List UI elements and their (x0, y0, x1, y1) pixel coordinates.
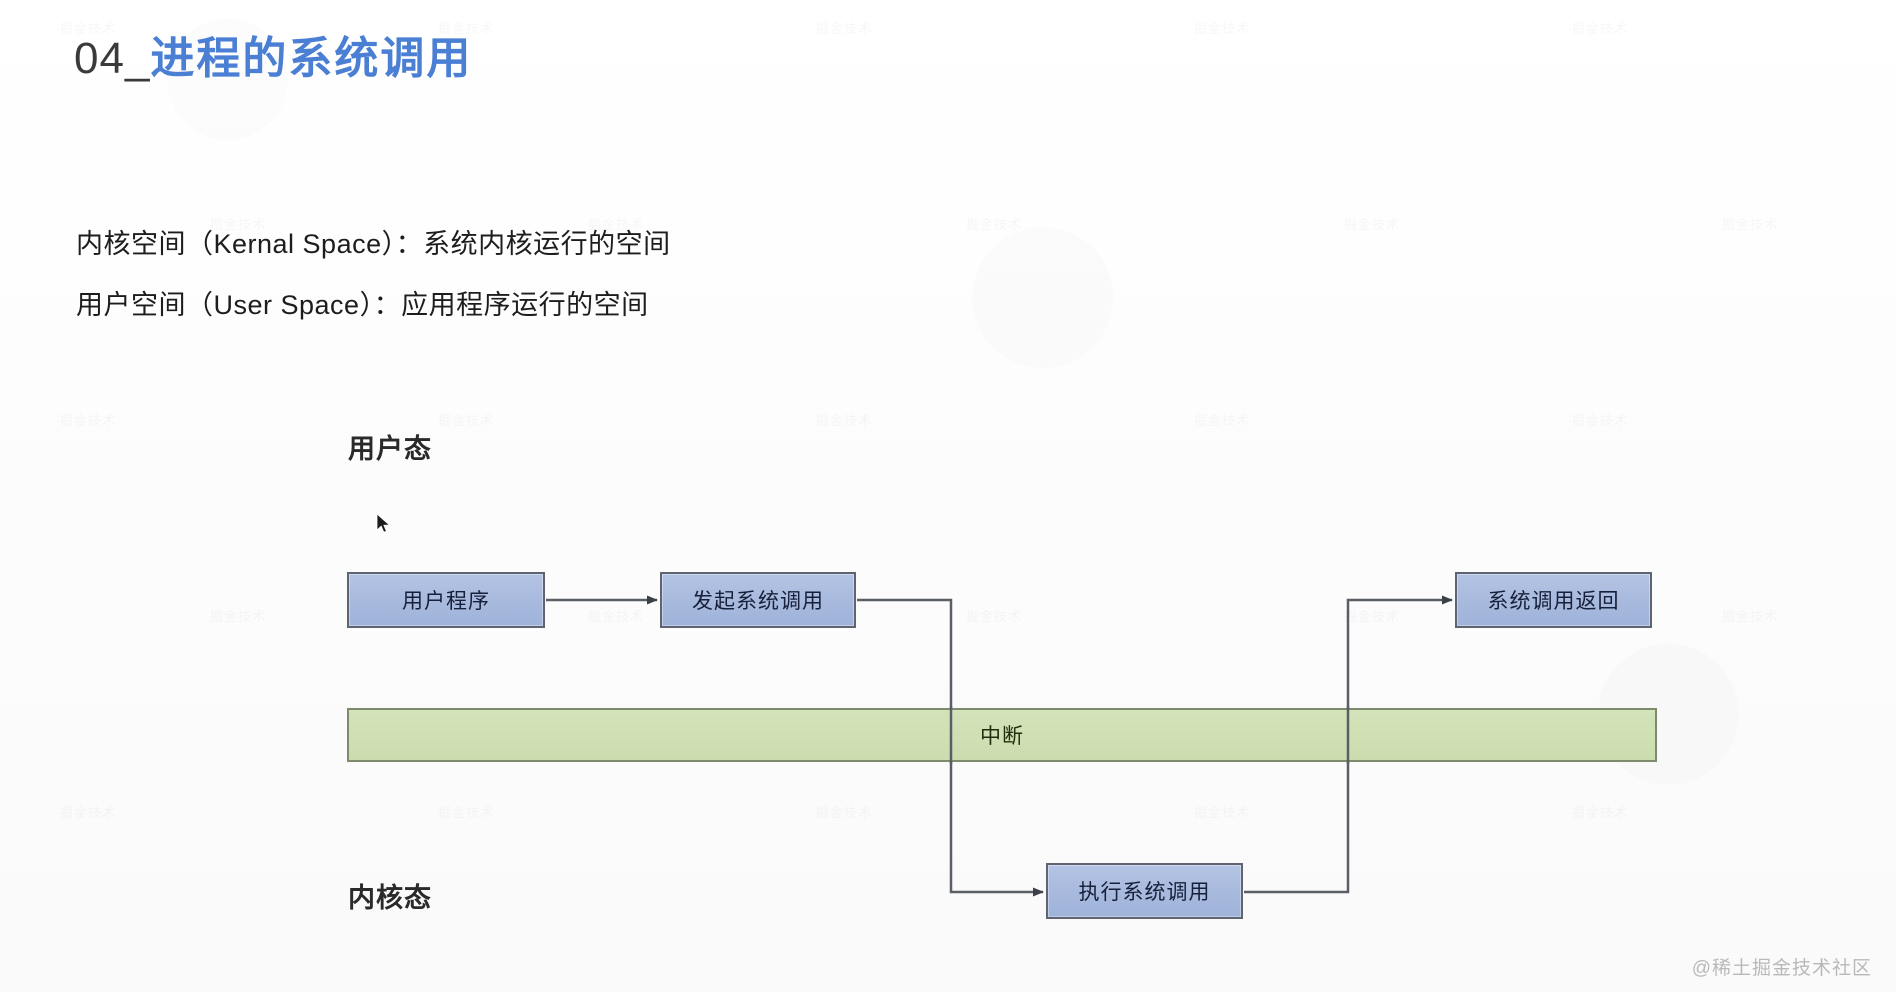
diagram-label-kernel-mode: 内核态 (348, 883, 432, 913)
footer-watermark: @稀土掘金技术社区 (1691, 958, 1872, 979)
node-syscall-return[interactable]: 系统调用返回 (1455, 572, 1652, 628)
page-title: 04_进程的系统调用 (74, 30, 472, 88)
node-user-program[interactable]: 用户程序 (347, 572, 545, 628)
node-execute-syscall[interactable]: 执行系统调用 (1046, 863, 1243, 919)
definition-kernel-space: 内核空间（Kernal Space）：系统内核运行的空间 (76, 229, 671, 259)
interrupt-band-label: 中断 (980, 725, 1024, 748)
mouse-pointer-icon (376, 513, 391, 533)
definition-user-space: 用户空间（User Space）：应用程序运行的空间 (76, 290, 649, 320)
page-title-text: 进程的系统调用 (150, 34, 473, 83)
node-invoke-syscall[interactable]: 发起系统调用 (660, 572, 856, 628)
interrupt-band: 中断 (347, 708, 1657, 762)
diagram-label-user-mode: 用户态 (348, 434, 432, 464)
page-title-number: 04_ (74, 34, 151, 83)
